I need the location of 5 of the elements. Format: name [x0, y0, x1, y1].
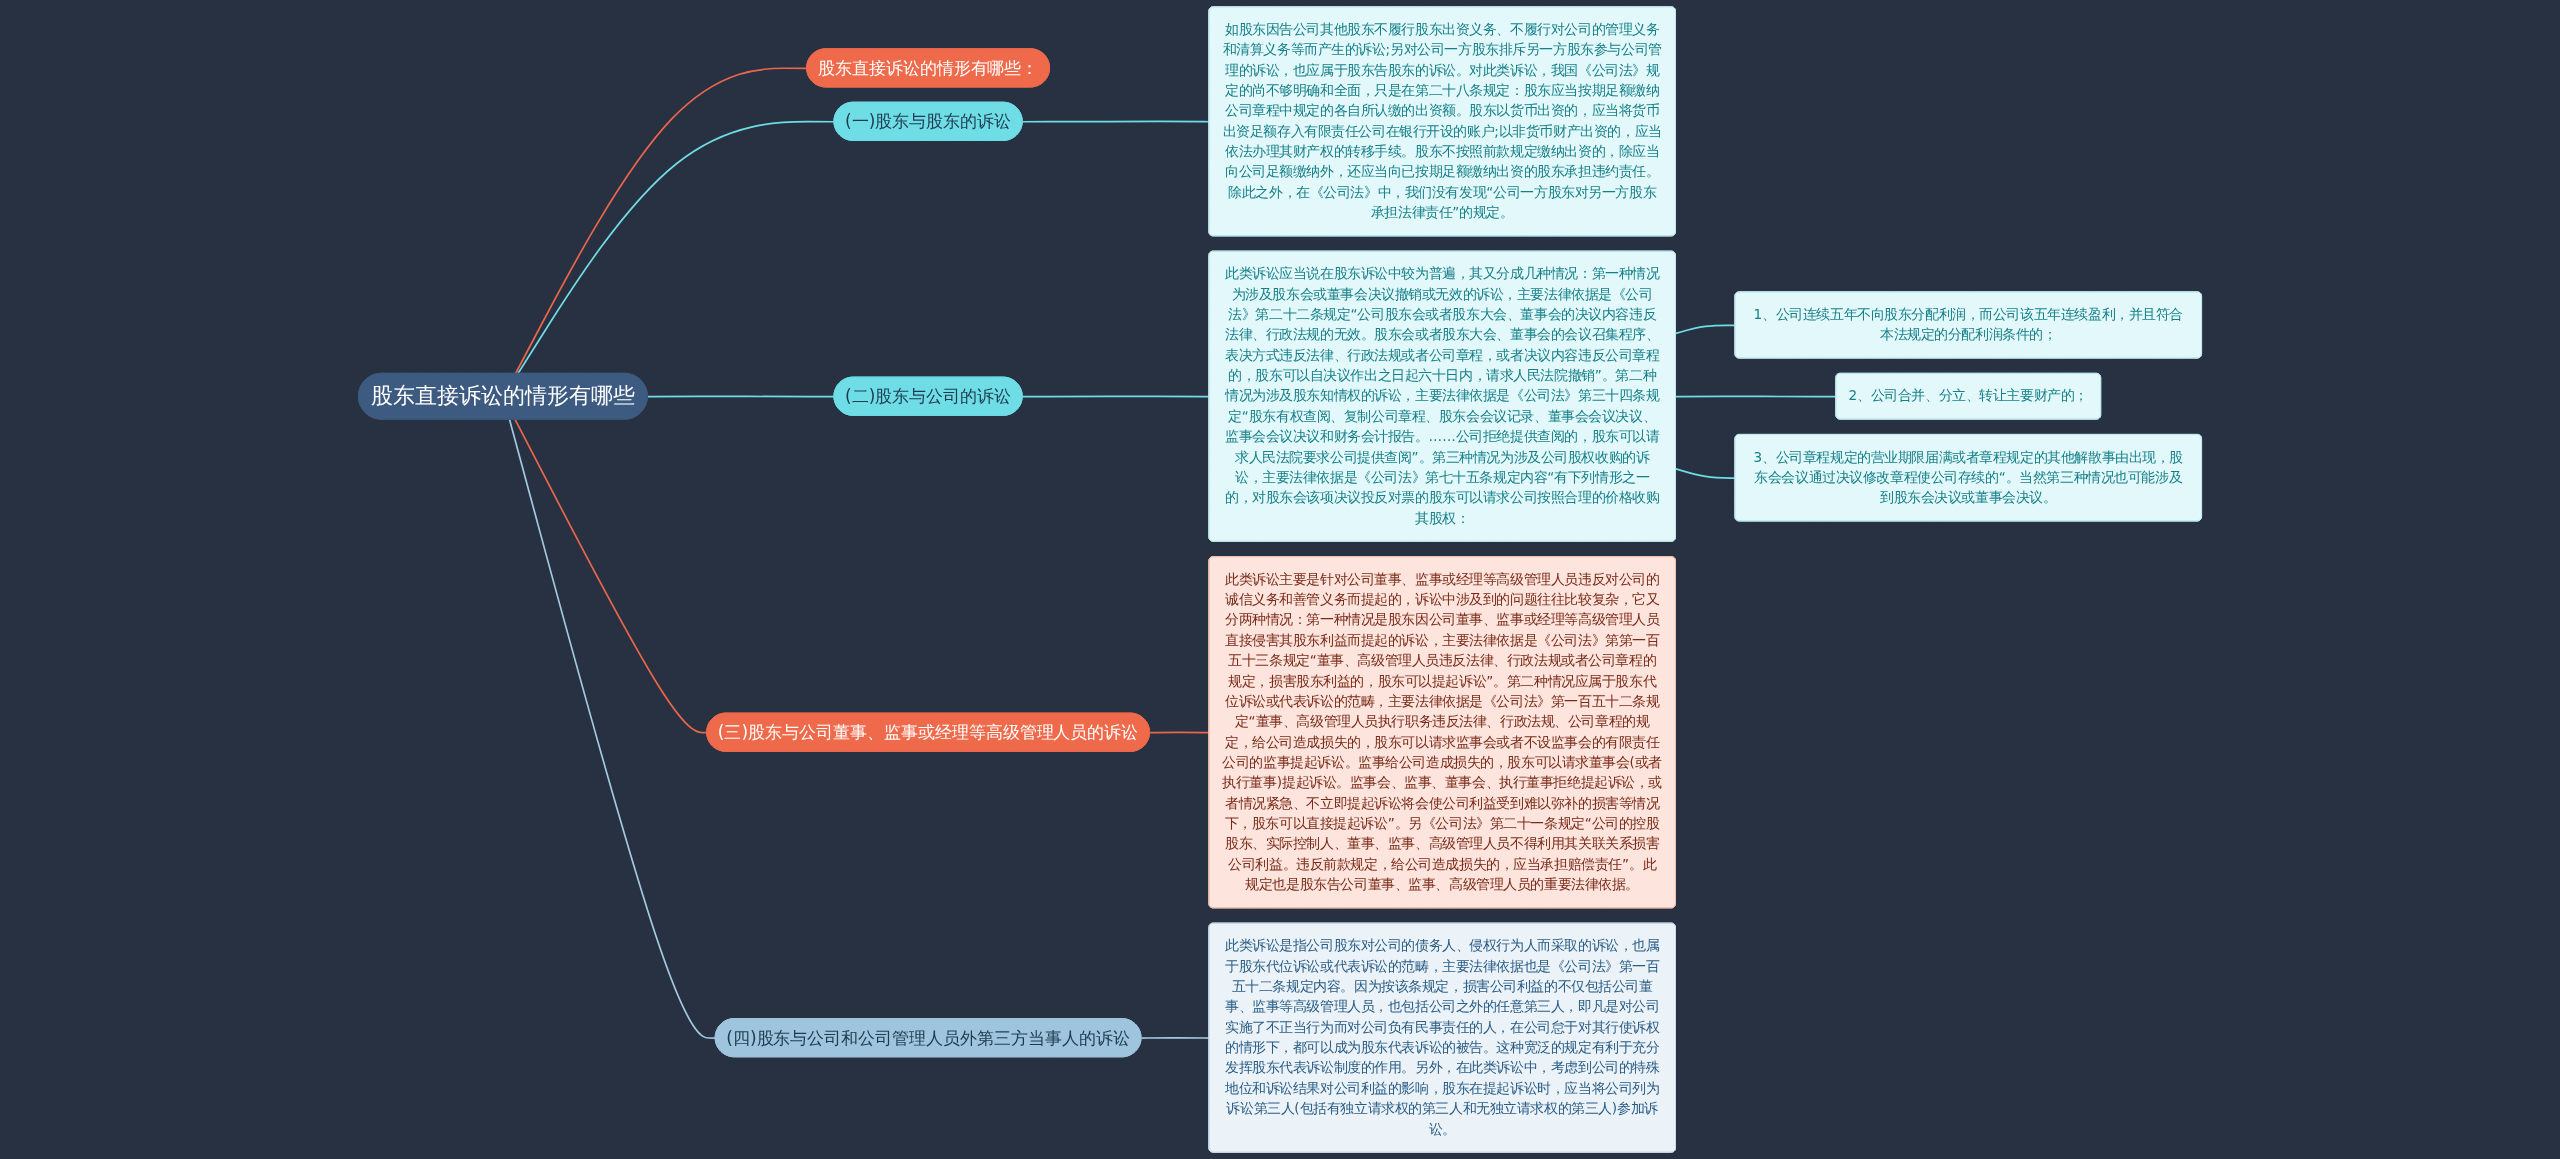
connector — [508, 418, 717, 1039]
connector — [514, 418, 708, 734]
connector — [514, 67, 808, 375]
connector — [516, 120, 836, 375]
connector — [646, 395, 836, 398]
